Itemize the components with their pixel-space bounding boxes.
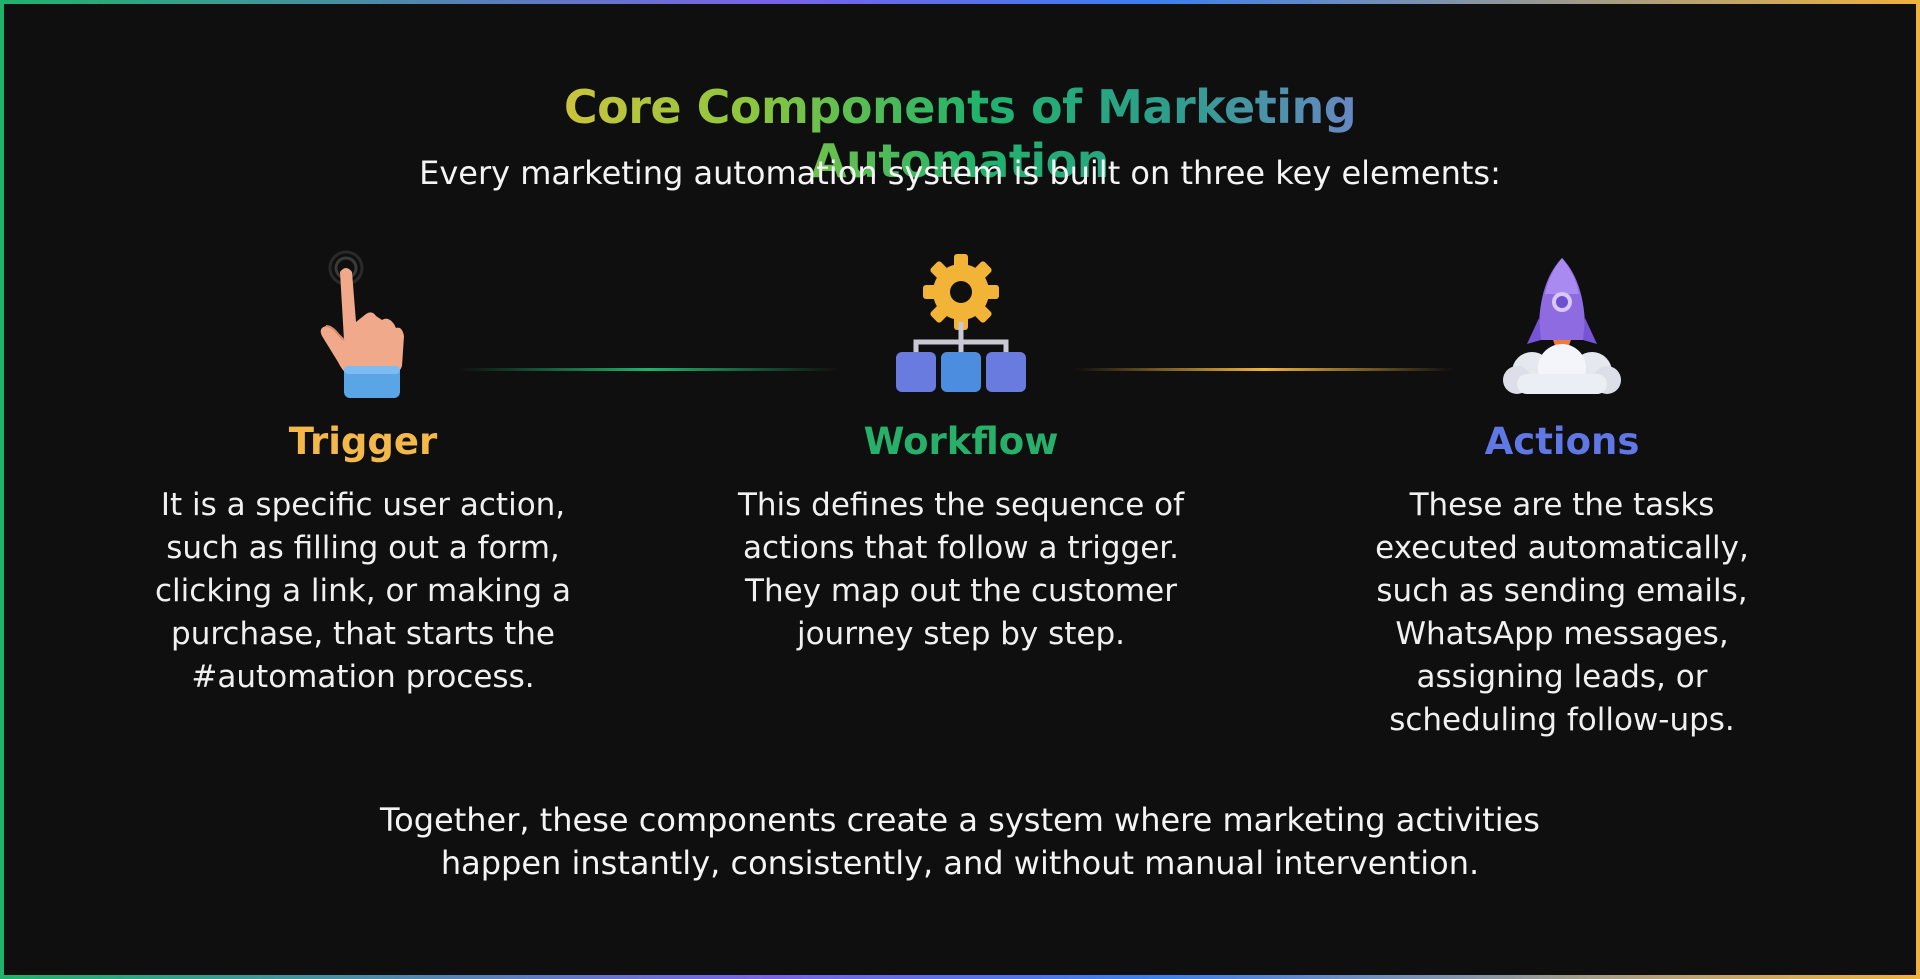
description-line: scheduling follow-ups. bbox=[1389, 702, 1735, 738]
component-actions: Actions These are the tasks executed aut… bbox=[1327, 244, 1797, 742]
component-description: This defines the sequence of actions tha… bbox=[726, 484, 1196, 656]
subtitle: Every marketing automation system is bui… bbox=[419, 154, 1501, 192]
component-heading: Trigger bbox=[288, 420, 438, 463]
description-line: journey step by step. bbox=[796, 616, 1126, 652]
component-heading: Workflow bbox=[863, 420, 1059, 463]
component-workflow: Workflow This defines the sequence of ac… bbox=[726, 244, 1196, 656]
description-line: such as filling out a form, bbox=[166, 530, 560, 566]
description-line: They map out the customer bbox=[745, 573, 1177, 609]
description-line: clicking a link, or making a bbox=[155, 573, 571, 609]
description-line: It is a specific user action, bbox=[160, 487, 566, 523]
summary-line: Together, these components create a syst… bbox=[380, 801, 1540, 839]
pointing-hand-icon bbox=[128, 244, 598, 404]
connector-trigger-workflow bbox=[459, 368, 839, 371]
page-title: Core Components of Marketing Automation bbox=[438, 80, 1482, 188]
description-line: WhatsApp messages, bbox=[1395, 616, 1729, 652]
component-description: These are the tasks executed automatical… bbox=[1327, 484, 1797, 742]
component-heading: Actions bbox=[1484, 420, 1640, 463]
description-line: assigning leads, or bbox=[1416, 659, 1708, 695]
gear-flowchart-icon bbox=[726, 244, 1196, 404]
rocket-icon bbox=[1327, 244, 1797, 404]
description-line: such as sending emails, bbox=[1376, 573, 1748, 609]
description-line: These are the tasks bbox=[1409, 487, 1715, 523]
description-line: This defines the sequence of bbox=[737, 487, 1185, 523]
infographic-panel: Core Components of Marketing Automation … bbox=[4, 4, 1916, 975]
connector-workflow-actions bbox=[1074, 368, 1454, 371]
summary-line: happen instantly, consistently, and with… bbox=[440, 844, 1480, 882]
description-line: #automation process. bbox=[191, 659, 535, 695]
description-line: actions that follow a trigger. bbox=[742, 530, 1180, 566]
description-line: purchase, that starts the bbox=[171, 616, 555, 652]
component-trigger: Trigger It is a specific user action, su… bbox=[128, 244, 598, 699]
summary-text: Together, these components create a syst… bbox=[4, 799, 1916, 885]
description-line: executed automatically, bbox=[1375, 530, 1749, 566]
component-description: It is a specific user action, such as fi… bbox=[128, 484, 598, 699]
